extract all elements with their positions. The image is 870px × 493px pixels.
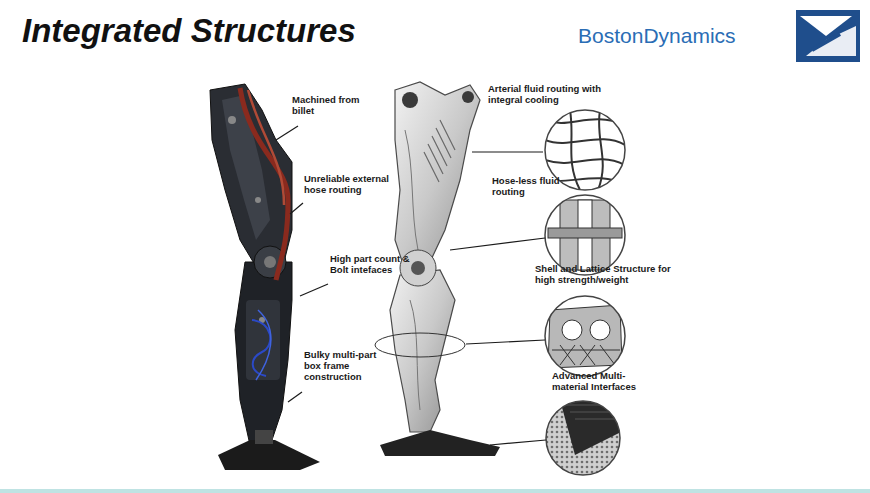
- logo-word: Boston: [578, 24, 643, 48]
- callout-label: Arterial fluid routing with integral coo…: [488, 84, 608, 106]
- logo-word: Dynamics: [643, 24, 735, 48]
- logo-text: BostonDynamics: [578, 24, 736, 48]
- callout-label: Hose-less fluid routing: [492, 176, 572, 198]
- callout-label: Shell and Lattice Structure for high str…: [535, 264, 685, 286]
- detail-circles: [545, 110, 625, 475]
- callout-label: Advanced Multi-material Interfaces: [552, 371, 656, 393]
- legacy-leg: [210, 84, 320, 470]
- callout-label: Bulky multi-part box frame construction: [304, 350, 390, 383]
- callout-label: Machined from billet: [292, 95, 366, 117]
- leader-lines: [276, 126, 546, 445]
- integrated-leg: [375, 82, 500, 456]
- bottom-strip: [0, 489, 870, 493]
- slide-title: Integrated Structures: [22, 12, 356, 50]
- callout-label: Unreliable external hose routing: [304, 174, 410, 196]
- logo-mark: [796, 10, 860, 62]
- callout-label: High part count & Bolt intefaces: [330, 254, 426, 276]
